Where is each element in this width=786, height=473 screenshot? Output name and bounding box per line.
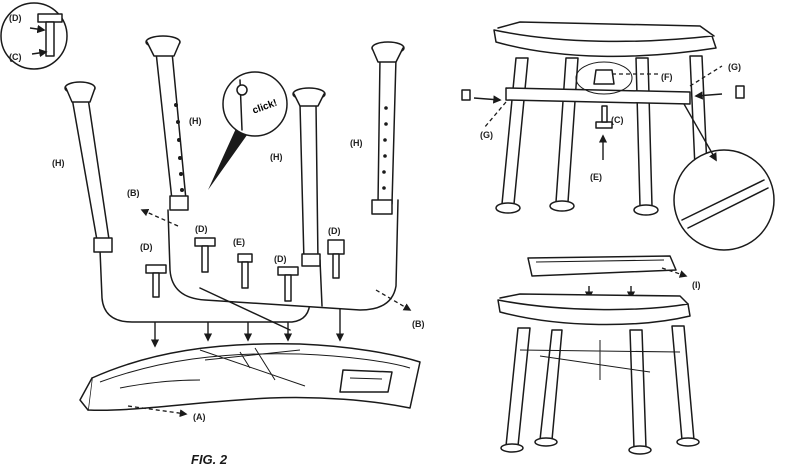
bolt-d-3 bbox=[277, 266, 299, 302]
leg-right-front bbox=[292, 87, 326, 267]
u-brace-frame bbox=[99, 199, 399, 331]
label-d-1: (D) bbox=[195, 224, 208, 234]
label-b-2: (B) bbox=[412, 319, 425, 329]
label-d-2: (D) bbox=[140, 242, 153, 252]
click-callout bbox=[208, 71, 288, 190]
label-h-4: (H) bbox=[350, 138, 363, 148]
label-d-4: (D) bbox=[328, 226, 341, 236]
label-i: (I) bbox=[692, 280, 701, 290]
label-d-detail: (D) bbox=[9, 13, 22, 23]
label-h-3: (H) bbox=[270, 152, 283, 162]
chair-bottom-view bbox=[497, 286, 700, 455]
bolt-d-1 bbox=[145, 264, 167, 298]
bolt-d-2 bbox=[194, 237, 216, 273]
label-e-2: (E) bbox=[590, 172, 602, 182]
bolt-d-4 bbox=[327, 239, 345, 279]
label-c: (C) bbox=[611, 115, 624, 125]
label-c-detail: (C) bbox=[9, 52, 22, 62]
leg-left-rear bbox=[145, 35, 189, 211]
label-b-1: (B) bbox=[127, 188, 140, 198]
label-h-2: (H) bbox=[52, 158, 65, 168]
label-e-1: (E) bbox=[233, 237, 245, 247]
detail-circle-bolt bbox=[0, 2, 68, 70]
chair-top-view bbox=[461, 21, 775, 251]
callout-labels: (D) (C) (H) (H) (H) (H) (B) (D) (D) (E) … bbox=[9, 13, 741, 422]
seat-base bbox=[79, 343, 421, 412]
bolt-e bbox=[237, 253, 253, 289]
label-a: (A) bbox=[193, 412, 206, 422]
leg-right-rear bbox=[371, 41, 405, 215]
label-d-3: (D) bbox=[274, 254, 287, 264]
figure-caption: FIG. 2 bbox=[191, 452, 228, 467]
label-g-1: (G) bbox=[728, 62, 741, 72]
leg-left-front bbox=[64, 81, 113, 253]
label-g-2: (G) bbox=[480, 130, 493, 140]
label-f: (F) bbox=[661, 72, 673, 82]
dashed-arrows-left bbox=[127, 208, 412, 418]
seat-insert bbox=[527, 255, 688, 278]
label-h-1: (H) bbox=[189, 116, 202, 126]
